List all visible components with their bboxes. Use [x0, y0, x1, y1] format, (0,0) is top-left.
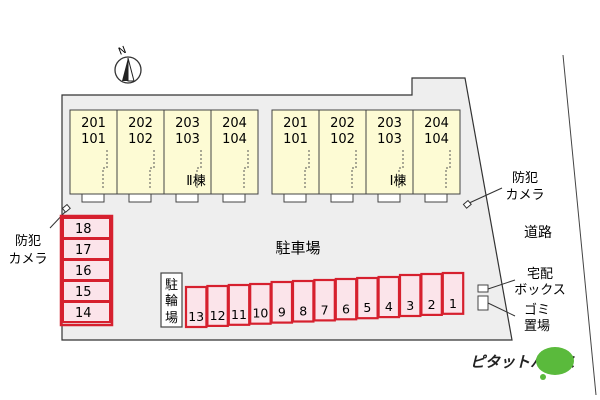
- unit-balcony: [377, 193, 401, 203]
- road-edge-line: [562, 54, 597, 396]
- unit-number-upper: 201: [283, 116, 308, 131]
- parking-stall-number: 14: [75, 306, 92, 321]
- parking-stall-number: 11: [231, 307, 247, 322]
- parking-stall-number: 3: [406, 298, 414, 313]
- parking-stall-number: 13: [188, 309, 204, 324]
- camera-right-label-1: 防犯: [512, 170, 538, 186]
- compass-letter: N: [117, 45, 128, 58]
- unit-balcony: [330, 193, 354, 203]
- garbage-icon: [477, 295, 489, 311]
- compass-needle-light: [127, 57, 135, 82]
- unit-number-lower: 103: [377, 132, 402, 147]
- camera-left: 防犯 カメラ: [8, 203, 71, 267]
- camera-right-label-2: カメラ: [505, 188, 544, 203]
- unit-number-lower: 103: [175, 132, 200, 147]
- unit-balcony: [128, 193, 152, 203]
- garbage-area: ゴミ 置場: [477, 295, 550, 334]
- garbage-label-2: 置場: [524, 319, 550, 334]
- camera-right-icon: [462, 199, 472, 209]
- bicycle-label-1: 駐: [165, 278, 178, 293]
- camera-left-label-2: カメラ: [8, 252, 47, 267]
- brand-logo: ピタットハウス: [470, 347, 575, 380]
- parking-stall-number: 10: [252, 306, 268, 321]
- parking-stall-number: 12: [210, 308, 226, 323]
- brand-dot-icon: [540, 374, 546, 380]
- unit-stair-line: [196, 150, 202, 190]
- compass-needle-dark: [122, 58, 128, 81]
- unit-stair-line: [102, 150, 108, 190]
- unit-balcony: [222, 193, 246, 203]
- delivery-box-icon: [477, 284, 489, 293]
- bicycle-parking-box: [160, 272, 183, 328]
- building-name: Ⅱ棟: [186, 174, 205, 189]
- parking-stall-number: 9: [278, 305, 286, 320]
- parking-stall-number: 17: [75, 243, 92, 258]
- unit-number-upper: 202: [128, 116, 153, 131]
- unit-number-upper: 204: [424, 116, 449, 131]
- unit-number-lower: 104: [424, 132, 449, 147]
- parking-stall-number: 1: [449, 296, 457, 311]
- unit-stair-line: [351, 150, 357, 190]
- unit-stair-line: [149, 150, 155, 190]
- unit-number-lower: 102: [330, 132, 355, 147]
- delivery-box: 宅配 ボックス: [477, 267, 566, 298]
- parking-left-frame: [59, 214, 114, 327]
- garbage-label-1: ゴミ: [524, 302, 550, 318]
- unit-number-lower: 104: [222, 132, 247, 147]
- parking-stall-number: 6: [342, 301, 350, 316]
- bicycle-label-3: 場: [165, 311, 178, 326]
- building-name: Ⅰ棟: [390, 174, 407, 189]
- unit-balcony: [283, 193, 307, 203]
- delivery-box-label-1: 宅配: [527, 267, 553, 282]
- unit-number-lower: 101: [81, 132, 106, 147]
- parking-stall: [441, 271, 465, 315]
- camera-right: 防犯 カメラ: [462, 170, 545, 209]
- unit-stair-line: [243, 150, 249, 190]
- unit-block: [210, 109, 259, 195]
- bicycle-label-2: 輪: [165, 293, 178, 309]
- parking-stall-number: 18: [75, 222, 92, 237]
- buildings: 201101202102203103204104Ⅱ棟20110120210220…: [69, 109, 461, 203]
- unit-block: [365, 109, 414, 195]
- unit-stair-line: [304, 150, 310, 190]
- parking-stall-number: 5: [363, 300, 371, 315]
- unit-number-upper: 202: [330, 116, 355, 131]
- unit-number-lower: 102: [128, 132, 153, 147]
- unit-stair-line: [398, 150, 404, 190]
- unit-number-upper: 203: [377, 116, 402, 131]
- parking-stall-number: 2: [428, 297, 436, 312]
- unit-stair-line: [445, 150, 451, 190]
- north-arrow: N: [114, 45, 142, 84]
- unit-balcony: [175, 193, 199, 203]
- unit-balcony: [81, 193, 105, 203]
- unit-number-lower: 101: [283, 132, 308, 147]
- parking-label: 駐車場: [275, 239, 320, 257]
- parking-stall-number: 4: [385, 299, 393, 314]
- parking-stall: [62, 301, 111, 323]
- parking-stall-number: 7: [321, 302, 329, 317]
- parking-stall-number: 16: [75, 264, 92, 279]
- road-label: 道路: [524, 225, 552, 241]
- delivery-box-label-2: ボックス: [514, 283, 566, 298]
- brand-leaf-icon: [536, 347, 574, 375]
- parking-stall-number: 8: [299, 304, 307, 319]
- camera-left-icon: [61, 203, 71, 213]
- unit-number-upper: 203: [175, 116, 200, 131]
- camera-left-label-1: 防犯: [15, 233, 41, 249]
- unit-balcony: [424, 193, 448, 203]
- parking-stall-number: 15: [75, 285, 92, 300]
- bicycle-parking: 駐 輪 場: [160, 272, 183, 328]
- unit-number-upper: 201: [81, 116, 106, 131]
- parking-left: 18 17 16 15 14: [59, 214, 114, 327]
- unit-block: [271, 109, 320, 195]
- unit-block: [318, 109, 367, 195]
- unit-number-upper: 204: [222, 116, 247, 131]
